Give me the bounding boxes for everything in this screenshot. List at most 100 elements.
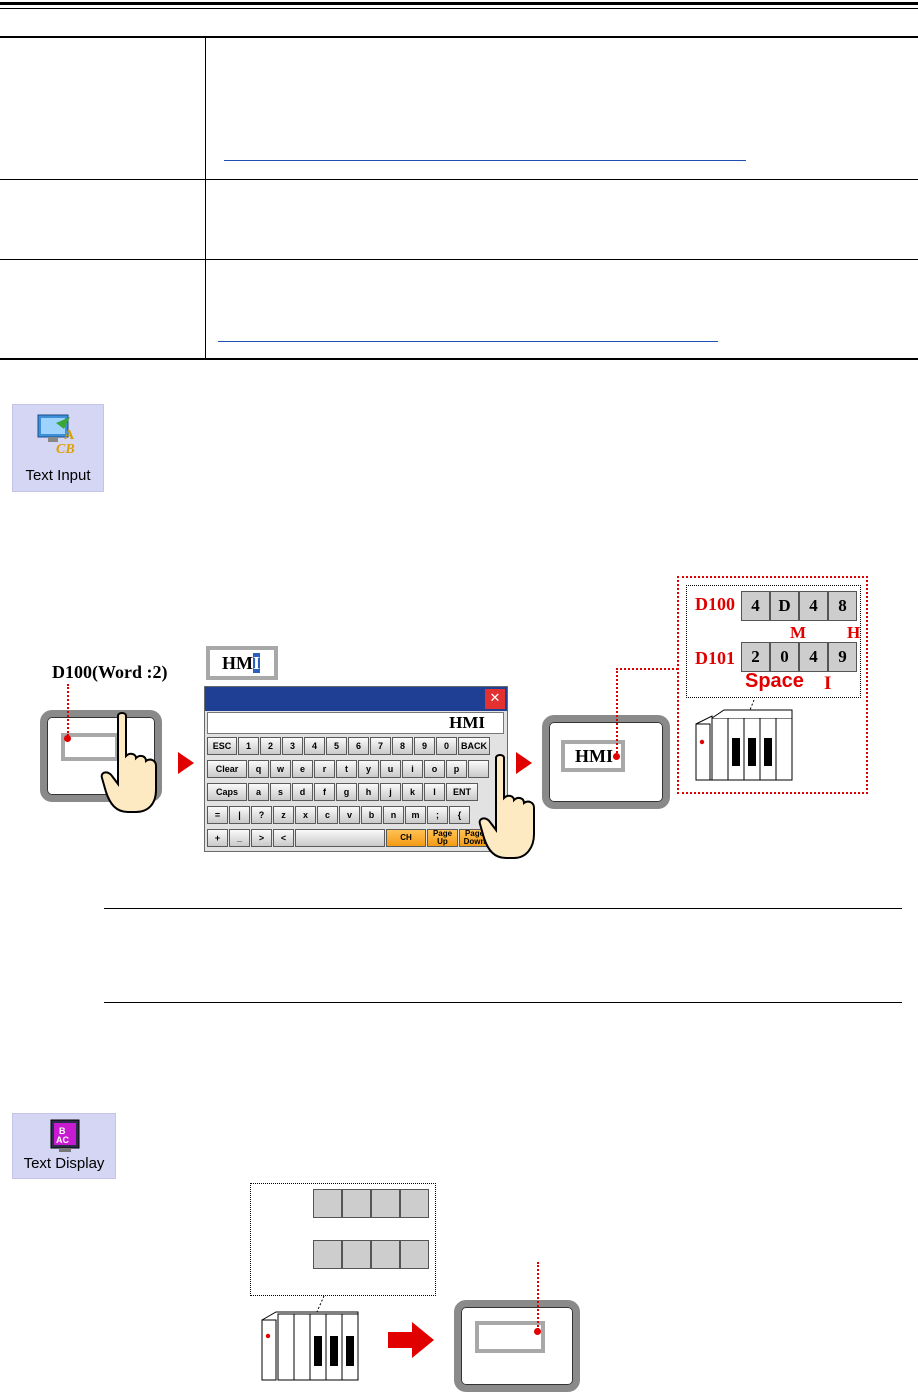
keyboard-key[interactable]: l xyxy=(424,783,445,801)
pointer-line xyxy=(67,684,69,736)
table-row xyxy=(0,179,918,259)
keyboard-key[interactable]: y xyxy=(358,760,379,778)
keyboard-key[interactable]: s xyxy=(270,783,291,801)
decoded-char: I xyxy=(824,673,831,695)
register-cell: 9 xyxy=(828,642,857,672)
keyboard-key[interactable]: m xyxy=(405,806,426,824)
keyboard-key[interactable]: r xyxy=(314,760,335,778)
entry-cursor: I xyxy=(253,653,260,673)
text-input-icon: A CB xyxy=(34,411,82,457)
decoded-char: Space xyxy=(745,670,804,693)
keyboard-key[interactable]: 9 xyxy=(414,737,435,755)
keyboard-key[interactable]: { xyxy=(449,806,470,824)
keyboard-key[interactable]: | xyxy=(229,806,250,824)
keyboard-key[interactable]: j xyxy=(380,783,401,801)
keyboard-key[interactable]: ESC xyxy=(207,737,237,755)
keyboard-key[interactable]: + xyxy=(207,829,228,847)
keyboard-key[interactable]: 4 xyxy=(304,737,325,755)
text-input-tool-icon[interactable]: A CB Text Input xyxy=(12,404,104,492)
keyboard-key[interactable]: o xyxy=(424,760,445,778)
keyboard-key[interactable]: e xyxy=(292,760,313,778)
keyboard-key[interactable]: c xyxy=(317,806,338,824)
register-cell: 8 xyxy=(828,591,857,621)
register-cell: 0 xyxy=(770,642,799,672)
keyboard-key[interactable]: 8 xyxy=(392,737,413,755)
keyboard-key[interactable]: i xyxy=(402,760,423,778)
register-cell: 2 xyxy=(741,642,770,672)
register-cell: D xyxy=(770,591,799,621)
keyboard-key[interactable]: 7 xyxy=(370,737,391,755)
keyboard-key[interactable]: v xyxy=(339,806,360,824)
keyboard-key[interactable]: 0 xyxy=(436,737,457,755)
hmi-device-display xyxy=(454,1300,580,1392)
table-row xyxy=(0,259,918,359)
register-cell xyxy=(313,1189,342,1218)
keyboard-key[interactable]: w xyxy=(270,760,291,778)
svg-text:CB: CB xyxy=(56,442,75,457)
keyboard-key[interactable]: g xyxy=(336,783,357,801)
keyboard-key[interactable]: 3 xyxy=(282,737,303,755)
keyboard-key[interactable]: ? xyxy=(251,806,272,824)
keyboard-key[interactable]: q xyxy=(248,760,269,778)
decoded-char: H xyxy=(847,623,860,643)
keyboard-key[interactable]: _ xyxy=(229,829,250,847)
svg-text:A: A xyxy=(64,428,75,443)
keyboard-key[interactable]: CH xyxy=(386,829,426,847)
feature-table xyxy=(0,36,918,360)
header-rule-thick xyxy=(0,2,918,5)
entry-preview-text: HM xyxy=(222,653,253,673)
keyboard-key[interactable]: f xyxy=(314,783,335,801)
keyboard-key[interactable]: ENT xyxy=(446,783,478,801)
entry-preview: HMI xyxy=(206,646,278,680)
keyboard-key[interactable]: 1 xyxy=(238,737,259,755)
keyboard-key[interactable]: n xyxy=(383,806,404,824)
register-cell xyxy=(313,1240,342,1269)
keyboard-key[interactable]: 6 xyxy=(348,737,369,755)
reference-link[interactable] xyxy=(224,160,746,161)
keyboard-key[interactable]: 2 xyxy=(260,737,281,755)
keyboard-key[interactable]: Caps xyxy=(207,783,247,801)
keyboard-key[interactable]: > xyxy=(251,829,272,847)
keyboard-key[interactable]: ; xyxy=(427,806,448,824)
reference-link[interactable] xyxy=(218,341,718,342)
keyboard-key[interactable]: u xyxy=(380,760,401,778)
register-cell: 4 xyxy=(741,591,770,621)
keyboard-key[interactable]: d xyxy=(292,783,313,801)
space-key[interactable] xyxy=(295,829,385,847)
decoded-char: M xyxy=(790,623,806,643)
register-label-d101: D101 xyxy=(695,648,735,669)
note-rule-top xyxy=(104,908,902,909)
keyboard-key[interactable]: Page Up xyxy=(427,829,458,847)
note-rule-bottom xyxy=(104,1002,902,1003)
close-icon[interactable]: ✕ xyxy=(485,689,505,709)
pointer-dot xyxy=(64,735,71,742)
hand-cursor-icon xyxy=(100,712,158,816)
text-display-icon: B AC xyxy=(41,1118,87,1158)
register-cell xyxy=(400,1240,429,1269)
text-display-tool-icon[interactable]: B AC Text Display xyxy=(12,1113,116,1179)
svg-text:AC: AC xyxy=(56,1135,69,1145)
hmi-device-result: HMI xyxy=(542,715,670,809)
keyboard-titlebar: ✕ xyxy=(205,687,507,711)
keyboard-key[interactable]: BACK xyxy=(458,737,490,755)
keyboard-key[interactable]: b xyxy=(361,806,382,824)
register-cell xyxy=(371,1240,400,1269)
keyboard-key[interactable]: z xyxy=(273,806,294,824)
plc-icon xyxy=(690,694,802,786)
keyboard-key[interactable]: = xyxy=(207,806,228,824)
flow-arrow-icon xyxy=(388,1320,436,1360)
keyboard-key[interactable]: < xyxy=(273,829,294,847)
register-cell: 4 xyxy=(799,642,828,672)
pointer-line xyxy=(616,668,618,756)
device-address-label: D100(Word :2) xyxy=(52,662,168,683)
keyboard-key[interactable]: 5 xyxy=(326,737,347,755)
keyboard-key[interactable]: k xyxy=(402,783,423,801)
keyboard-key[interactable]: Clear xyxy=(207,760,247,778)
keyboard-key[interactable]: h xyxy=(358,783,379,801)
keyboard-entry-field[interactable]: HMI xyxy=(207,712,504,734)
keyboard-key[interactable]: x xyxy=(295,806,316,824)
keyboard-key[interactable]: a xyxy=(248,783,269,801)
keyboard-key[interactable]: t xyxy=(336,760,357,778)
keyboard-key[interactable]: p xyxy=(446,760,467,778)
